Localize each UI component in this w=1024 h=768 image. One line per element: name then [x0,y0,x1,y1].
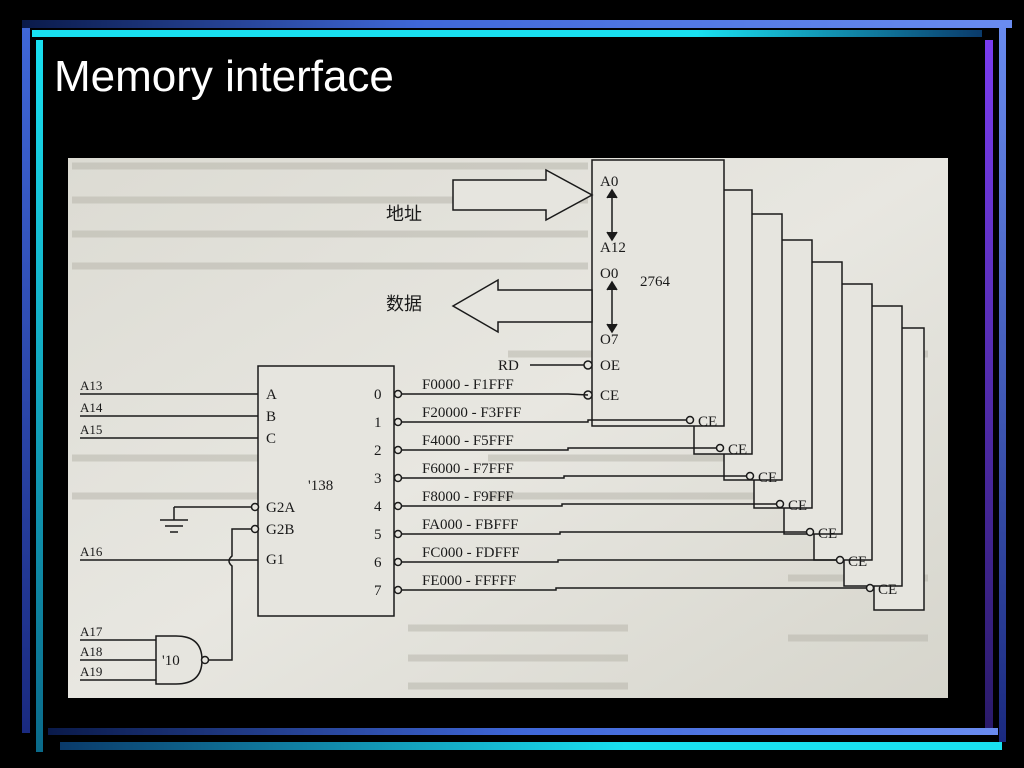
address-range-3: F6000 - F7FFF [422,461,514,477]
left-blue-bar [22,28,30,733]
address-range-6: FC000 - FDFFF [422,545,520,561]
decoder-input-c: C [266,431,276,447]
address-label: 地址 [386,204,422,224]
decoder-part-138: '138 [308,478,333,494]
address-line-a13: A13 [80,378,102,393]
decoder-output-4: 4 [374,499,382,515]
ce-label-6: CE [848,554,867,570]
chip-part-2764: 2764 [640,274,671,290]
decoder-input-g2b: G2B [266,522,294,538]
chip-pin-o7: O7 [600,332,619,348]
chip-pin-ce: CE [600,388,619,404]
decoder-input-a: A [266,387,277,403]
memory-interface-diagram: 地址 数据 A0 A12 O0 2764 O7 OE CE RD CE CE C… [68,158,948,698]
decoder-output-0: 0 [374,387,382,403]
ce-label-2: CE [728,442,747,458]
left-cyan-bar [36,40,43,752]
chip-pin-a12: A12 [600,240,626,256]
decoder-input-g2a: G2A [266,500,295,516]
data-bus-arrow [451,278,593,334]
ce-label-3: CE [758,470,777,486]
decoder-output-wires [393,389,868,595]
ce-label-4: CE [788,498,807,514]
decoder-output-7: 7 [374,583,382,599]
address-line-a14: A14 [80,400,103,415]
top-accent-bar [22,20,1012,28]
address-range-4: F8000 - F9FFF [422,489,514,505]
data-label: 数据 [386,294,422,314]
address-line-a16: A16 [80,544,103,559]
ce-label-7: CE [878,582,897,598]
decoder-output-1: 1 [374,415,382,431]
chip-pin-o0: O0 [600,266,618,282]
decoder-output-5: 5 [374,527,382,543]
address-line-a18: A18 [80,644,102,659]
chip-pin-a0: A0 [600,174,618,190]
chip-2764-front [591,159,725,427]
bleed-through-text [72,162,928,690]
address-range-7: FE000 - FFFFF [422,573,516,589]
ce-label-5: CE [818,526,837,542]
bottom-cyan-bar [60,742,1002,750]
address-line-a19: A19 [80,664,102,679]
right-purple-bar [985,40,993,730]
nand-part-10: '10 [162,653,180,669]
decoder-input-b: B [266,409,276,425]
address-range-2: F4000 - F5FFF [422,433,514,449]
address-range-5: FA000 - FBFFF [422,517,518,533]
address-line-a15: A15 [80,422,102,437]
decoder-input-g1: G1 [266,552,284,568]
top-cyan-bar [32,30,982,37]
bottom-blue-bar [48,728,998,735]
address-bus-arrow [452,168,594,222]
address-range-0: F0000 - F1FFF [422,377,514,393]
ce-label-1: CE [698,414,717,430]
right-blue-bar [999,22,1006,742]
decoder-output-6: 6 [374,555,382,571]
g2b-wire [208,528,252,661]
decoder-output-2: 2 [374,443,382,459]
slide-title: Memory interface [54,52,394,101]
chip-pin-oe: OE [600,358,620,374]
rd-label: RD [498,358,519,374]
address-range-1: F20000 - F3FFF [422,405,521,421]
decoder-output-3: 3 [374,471,382,487]
decoder-138 [257,365,395,617]
address-line-a17: A17 [80,624,103,639]
circuit-schematic: 地址 数据 A0 A12 O0 2764 O7 OE CE RD CE CE C… [68,158,948,698]
